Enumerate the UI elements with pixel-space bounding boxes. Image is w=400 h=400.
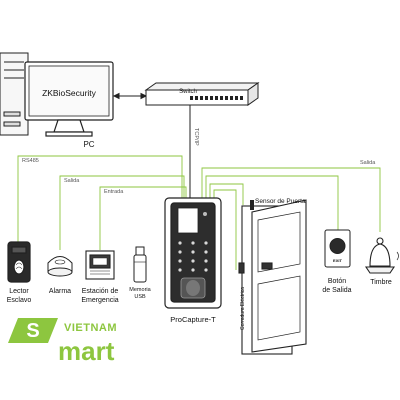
salida-right-label: Salida: [360, 160, 376, 166]
usb-drive: [133, 246, 147, 283]
cerradura-label: Cerradura Eléctrica: [240, 287, 246, 330]
exit-caption: EXIT: [333, 258, 342, 263]
door: [238, 199, 307, 355]
slave-reader: [7, 241, 31, 283]
lock-wire: [213, 189, 237, 270]
boton-label-1: Botón: [328, 278, 346, 285]
doorbell: [364, 237, 399, 274]
usb-label-1: Memoria: [129, 287, 151, 293]
usb-label-2: USB: [134, 294, 146, 300]
pc-monitor: [24, 61, 114, 137]
pc-switch-link: [112, 92, 148, 100]
logo-badge: [8, 318, 58, 343]
lector-label-1: Lector: [9, 288, 29, 295]
entrada-wire: [99, 186, 187, 250]
sensor-label: Sensor de Puerta: [255, 198, 306, 205]
vietnam-smart-logo: S VIETNAM mart: [8, 318, 117, 366]
salida-left-label: Salida: [64, 178, 80, 184]
salida-timbre-wire: [201, 167, 381, 232]
pc-label: PC: [83, 140, 94, 149]
rs485-wire: [17, 155, 183, 242]
timbre-label: Timbre: [370, 279, 392, 286]
lector-label-2: Esclavo: [7, 297, 32, 304]
logo-bottom-text: mart: [58, 336, 115, 366]
wiring: [17, 155, 381, 270]
exit-button: [324, 229, 351, 268]
alarma-label: Alarma: [49, 288, 71, 295]
logo-glyph: S: [26, 320, 39, 342]
estacion-label-1: Estación de: [82, 288, 119, 295]
door-sensor: [250, 200, 254, 210]
alarm-siren: [47, 256, 73, 277]
procapture-label: ProCapture-T: [170, 315, 216, 324]
tcpip-label: TCP/IP: [193, 128, 199, 146]
logo-top-text: VIETNAM: [64, 322, 117, 334]
entrada-label: Entrada: [104, 189, 124, 195]
software-label: ZKBioSecurity: [42, 88, 97, 98]
switch-label: Switch: [179, 89, 197, 95]
estacion-label-2: Emergencia: [81, 297, 118, 304]
boton-wire: [205, 175, 339, 230]
emergency-station: [85, 250, 115, 280]
rs485-label: RS485: [22, 158, 39, 164]
sensor-wire: [209, 183, 244, 205]
network-switch: [144, 82, 260, 106]
boton-label-2: de Salida: [322, 287, 351, 294]
pc-tower: [0, 52, 29, 136]
procapture-terminal: [164, 197, 222, 309]
